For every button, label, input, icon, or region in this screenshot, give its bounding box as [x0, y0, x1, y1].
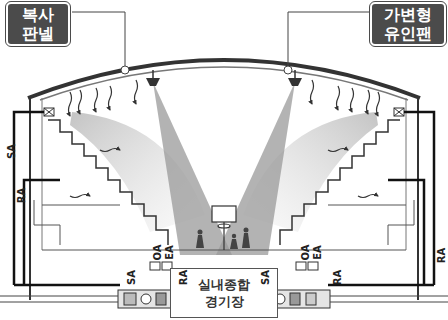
- floor-slab: [42, 205, 120, 206]
- duct-label: EA: [312, 245, 323, 260]
- seating-stand: [280, 120, 400, 245]
- node-text: 가변형 유인팬: [379, 5, 437, 43]
- node-text: 실내종합 경기장: [191, 276, 257, 310]
- inner-wall: [42, 98, 43, 250]
- duct-label: SA: [6, 144, 17, 159]
- duct-label: EA: [164, 245, 175, 260]
- lamp: [146, 70, 302, 86]
- seating-stand: [48, 120, 168, 245]
- duct-label: RA: [332, 270, 343, 285]
- callout-tag: 가변형 유인팬: [370, 2, 446, 46]
- duct-label: RA: [436, 248, 447, 263]
- duct-label: OA: [152, 245, 163, 261]
- duct-label: OA: [300, 245, 311, 261]
- roof-arc: [28, 60, 420, 98]
- light-beam: [153, 82, 232, 255]
- duct-label: SA: [126, 270, 137, 285]
- duct-label: RA: [16, 188, 27, 203]
- callout-tag: 복사 판넬: [6, 2, 70, 46]
- player: [196, 228, 250, 250]
- ceiling-arc: [40, 67, 408, 100]
- outer-wall: [417, 96, 419, 300]
- inner-wall: [406, 98, 407, 250]
- light-beam: [216, 82, 295, 255]
- node-text: 복사 판넬: [18, 5, 58, 43]
- floor-slab: [328, 205, 406, 206]
- outer-wall: [29, 96, 31, 300]
- duct-label: SA: [260, 270, 271, 285]
- supply-outlet: [44, 108, 404, 116]
- duct-label: RA: [178, 270, 189, 285]
- air-duct: [14, 112, 434, 285]
- leader-line: [72, 12, 370, 74]
